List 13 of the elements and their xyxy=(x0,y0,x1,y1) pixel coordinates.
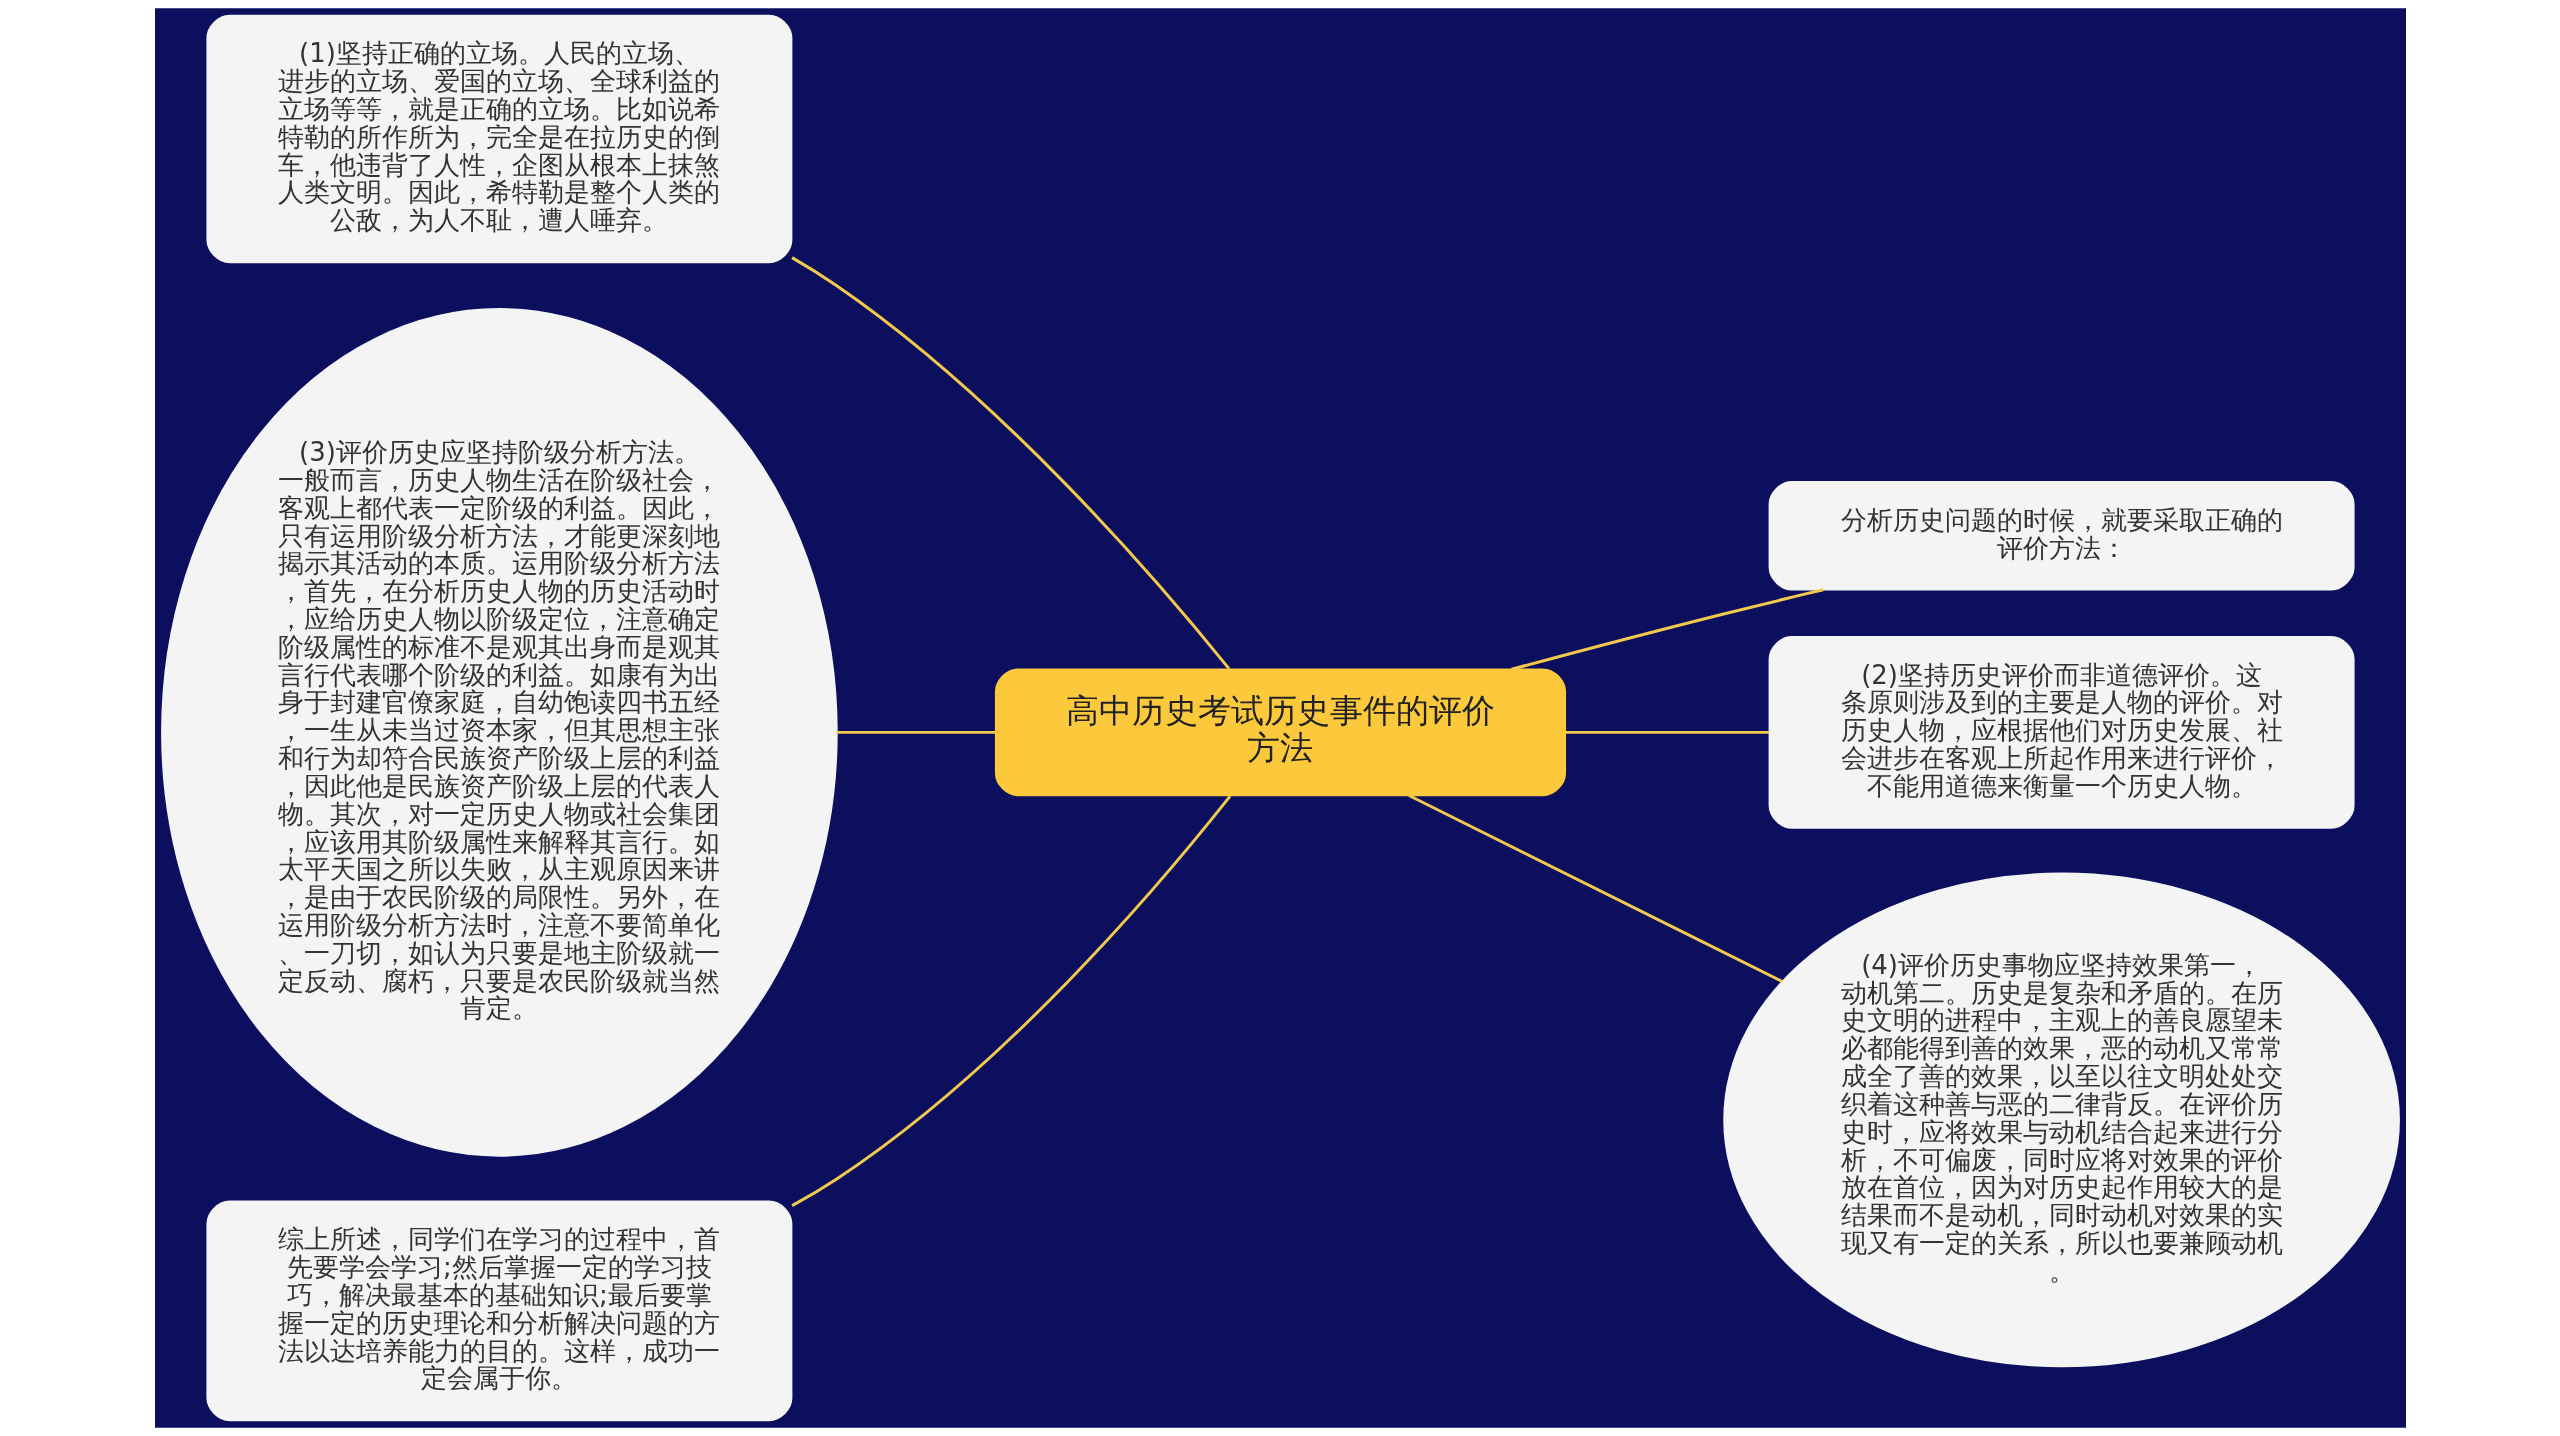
node-box: (2)坚持历史评价而非道德评价。这条原则涉及到的主要是人物的评价。对历史人物，应根据他们对历史发展、社会进步在客观上所起作用来进行评价，不能用道德来衡量一个历史人物。 xyxy=(1768,635,2355,829)
connector xyxy=(1564,730,1769,734)
connector xyxy=(790,795,1231,1207)
node-box: 高中历史考试历史事件的评价方法 xyxy=(994,668,1566,797)
node-box: (1)坚持正确的立场。人民的立场、进步的立场、爱国的立场、全球利益的立场等等，就是正确的立场。比如说希特勒的所作所为，完全是在拉历史的倒车，他违背了人性，企图从根本上抹煞人类文明。因此，希特勒是整个人类的公敌，为人不耻，遭人唾弃。 xyxy=(205,14,792,264)
connector xyxy=(836,730,996,734)
connector xyxy=(1407,794,1783,983)
connector xyxy=(790,256,1230,670)
node-box: 分析历史问题的时候，就要采取正确的评价方法： xyxy=(1768,481,2355,591)
node-ellipse: (4)评价历史事物应坚持效果第一，动机第二。历史是复杂和矛盾的。在历史文明的进程中，主观上的善良愿望未必都能得到善的效果，恶的动机又常常成全了善的效果，以至以往文明处处交织着这种善与恶的二律背反。在评价历史时，应将效果与动机结合起来进行分析，不可偏废，同时应将对效果的评价放在首位，因为对历史起作用较大的是结果而不是动机，同时动机对效果的实现又有一定的关系，所以也要兼顾动机。 xyxy=(1722,872,2400,1368)
node-ellipse: (3)评价历史应坚持阶级分析方法。一般而言，历史人物生活在阶级社会，客观上都代表一定阶级的利益。因此，只有运用阶级分析方法，才能更深刻地揭示其活动的本质。运用阶级分析方法，首先，在分析历史人物的历史活动时，应给历史人物以阶级定位，注意确定阶级属性的标准不是观其出身而是观其言行代表哪个阶级的利益。如康有为出身于封建官僚家庭，自幼饱读四书五经，一生从未当过资本家，但其思想主张和行为却符合民族资产阶级上层的利益，因此他是民族资产阶级上层的代表人物。其次，对一定历史人物或社会集团，应该用其阶级属性来解释其言行。如太平天国之所以失败，从主观原因来讲，是由于农民阶级的局限性。另外，在运用阶级分析方法时，注意不要简单化、一刀切，如认为只要是地主阶级就一定反动、腐朽，只要是农民阶级就当然肯定。 xyxy=(160,308,838,1157)
connector xyxy=(1510,588,1824,671)
node-box: 综上所述，同学们在学习的过程中，首先要学会学习;然后掌握一定的学习技巧，解决最基本的基础知识;最后要掌握一定的历史理论和分析解决问题的方法以达培养能力的目的。这样，成功一定会属于你。 xyxy=(205,1200,792,1422)
